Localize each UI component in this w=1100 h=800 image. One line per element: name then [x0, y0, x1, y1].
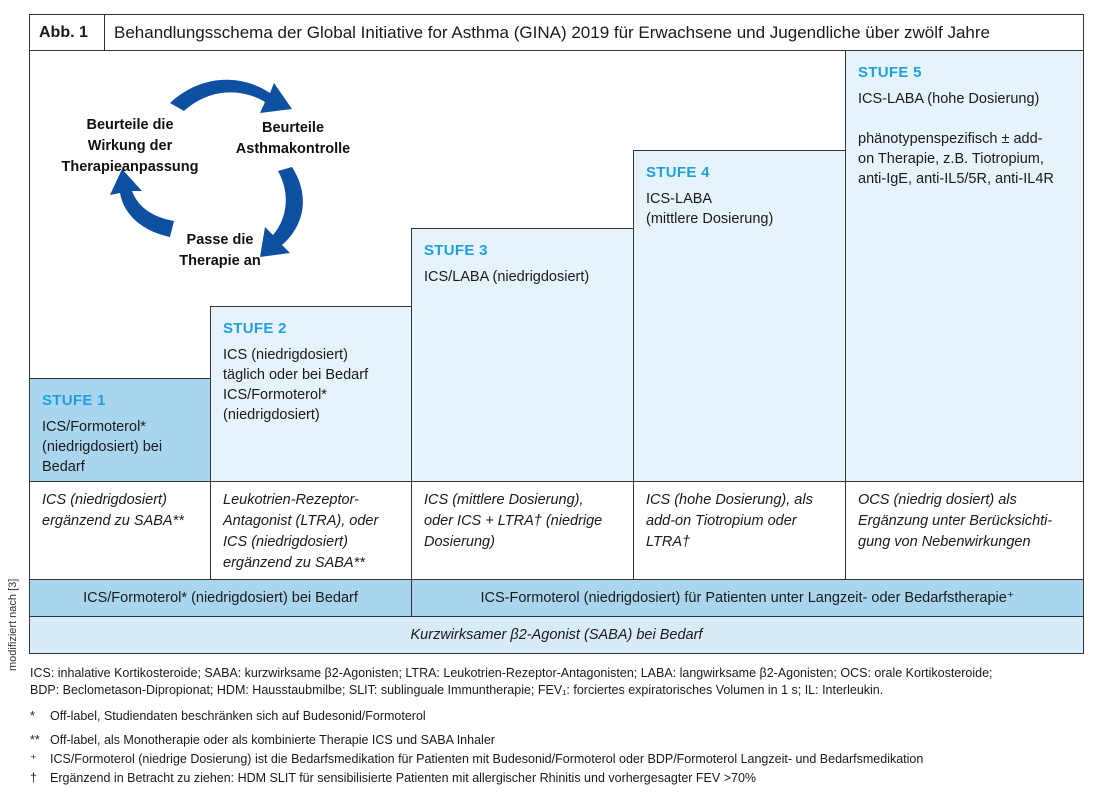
- step-1-box: STUFE 1 ICS/Formoterol* (niedrigdosiert)…: [29, 378, 211, 482]
- step-5-label: STUFE 5: [858, 64, 922, 81]
- step-1-line: Bedarf: [42, 459, 85, 475]
- footnote: †Ergänzend in Betracht zu ziehen: HDM SL…: [30, 771, 757, 785]
- step-1-line: ICS/Formoterol*: [42, 419, 146, 435]
- step-2-line: täglich oder bei Bedarf: [223, 367, 369, 383]
- step-2-label: STUFE 2: [223, 320, 287, 337]
- alt-controller-step-3: ICS (mittlere Dosierung),oder ICS + LTRA…: [411, 481, 634, 580]
- source-note: modifiziert nach [3]: [7, 578, 19, 671]
- step-2-line: ICS/Formoterol*: [223, 387, 327, 403]
- step-5-box: STUFE 5 ICS-LABA (hohe Dosierung) phänot…: [845, 50, 1084, 482]
- cycle-arrow-top-icon: [170, 79, 292, 113]
- figure-label: Abb. 1: [29, 14, 105, 51]
- step-4-label: STUFE 4: [646, 164, 710, 181]
- footnote: *Off-label, Studiendaten beschränken sic…: [30, 709, 426, 723]
- alt-controller-step-1: ICS (niedrigdosiert)ergänzend zu SABA**: [29, 481, 211, 580]
- reliever-steps-3-5: ICS-Formoterol (niedrigdosiert) für Pati…: [411, 579, 1084, 617]
- step-4-box: STUFE 4 ICS-LABA (mittlere Dosierung): [633, 150, 846, 482]
- step-1-label: STUFE 1: [42, 392, 106, 409]
- alt-controller-step-2: Leukotrien-Rezeptor-Antagonist (LTRA), o…: [210, 481, 412, 580]
- footnote: ⁺ICS/Formoterol (niedrige Dosierung) ist…: [30, 752, 924, 766]
- figure-header: [29, 14, 1084, 51]
- figure-title: Behandlungsschema der Global Initiative …: [114, 23, 990, 42]
- abbreviations: ICS: inhalative Kortikosteroide; SABA: k…: [30, 666, 993, 697]
- step-4-line: ICS-LABA: [646, 191, 713, 207]
- step-2-line: (niedrigdosiert): [223, 407, 320, 423]
- step-5-line: on Therapie, z.B. Tiotropium,: [858, 151, 1044, 167]
- cycle-arrow-right-icon: [260, 167, 303, 257]
- step-2-box: STUFE 2 ICS (niedrigdosiert) täglich ode…: [210, 306, 412, 482]
- footnote: **Off-label, als Monotherapie oder als k…: [30, 733, 495, 747]
- step-1-line: (niedrigdosiert) bei: [42, 439, 163, 455]
- step-4-line: (mittlere Dosierung): [646, 211, 774, 227]
- step-2-line: ICS (niedrigdosiert): [223, 347, 348, 363]
- step-5-line: anti-IgE, anti-IL5/5R, anti-IL4R: [858, 171, 1054, 187]
- step-3-box: STUFE 3 ICS/LABA (niedrigdosiert): [411, 228, 634, 482]
- cycle-arrows: [110, 79, 303, 257]
- reliever-steps-1-2: ICS/Formoterol* (niedrigdosiert) bei Bed…: [29, 579, 412, 617]
- step-3-line: ICS/LABA (niedrigdosiert): [424, 269, 590, 285]
- cycle-arrow-left-icon: [110, 169, 174, 237]
- step-5-line: ICS-LABA (hohe Dosierung): [858, 91, 1040, 107]
- saba-reliever: Kurzwirksamer β2-Agonist (SABA) bei Beda…: [29, 616, 1084, 654]
- step-3-label: STUFE 3: [424, 242, 488, 259]
- step-5-line: phänotypenspezifisch ± add-: [858, 131, 1043, 147]
